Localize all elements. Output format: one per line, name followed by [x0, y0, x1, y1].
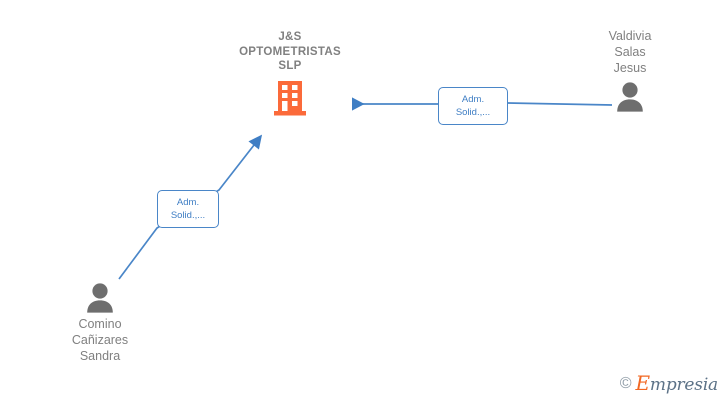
empresia-watermark: © Empresia	[620, 373, 718, 394]
company-title: J&S OPTOMETRISTAS SLP	[239, 31, 341, 72]
brand-initial: E	[635, 371, 651, 395]
person-name: Comino Cañizares Sandra	[71, 317, 129, 363]
copyright-icon: ©	[619, 374, 632, 392]
relation-label-comino[interactable]: Adm. Solid.,...	[157, 190, 219, 228]
person-name: Valdivia Salas Jesus	[608, 29, 652, 75]
person-icon	[555, 81, 705, 112]
relation-label-valdivia[interactable]: Adm. Solid.,...	[438, 87, 508, 125]
building-icon	[205, 80, 375, 116]
person-node-comino[interactable]: Comino Cañizares Sandra	[25, 282, 175, 364]
brand-logo: Empresia	[636, 373, 719, 394]
brand-rest: mpresia	[649, 375, 718, 395]
company-node[interactable]: J&S OPTOMETRISTAS SLP	[205, 30, 375, 116]
person-icon	[25, 282, 175, 313]
person-node-valdivia[interactable]: Valdivia Salas Jesus	[555, 28, 705, 112]
